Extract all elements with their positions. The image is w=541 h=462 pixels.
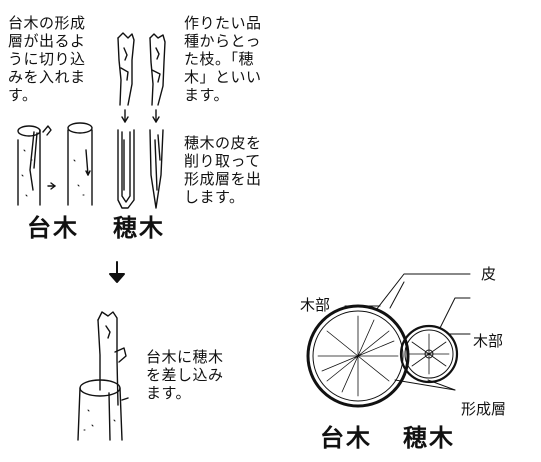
graft-drawing xyxy=(77,311,129,441)
scion-intro-note: 作りたい品 種からとっ た枝。「穂 木」といい ます。 xyxy=(184,14,262,104)
bark-label: 皮 xyxy=(481,265,497,283)
rootstock-cut-note: 台木の形成 層が出るよ うに切り込 みを入れま す。 xyxy=(8,14,86,104)
rootstock-cut-drawing xyxy=(17,125,56,206)
insert-note: 台木に穂木 を差し込み ます。 xyxy=(146,348,224,402)
cambium-label: 形成層 xyxy=(461,400,507,418)
wood-label-left: 木部 xyxy=(300,296,331,314)
scion-drawing-1 xyxy=(117,32,135,209)
rootstock-label-top: 台木 xyxy=(27,214,79,242)
rootstock-label-bottom: 台木 xyxy=(320,424,372,452)
wood-label-right: 木部 xyxy=(473,332,504,350)
cross-section-drawing xyxy=(306,273,471,408)
rootstock-drawing xyxy=(67,122,93,206)
scion-label-bottom: 穂木 xyxy=(403,424,455,452)
down-arrow xyxy=(109,261,125,283)
scion-drawing-2 xyxy=(149,33,166,209)
scion-peel-note: 穂木の皮を 削り取って 形成層を出 します。 xyxy=(184,134,262,206)
scion-label-top: 穂木 xyxy=(113,214,165,242)
